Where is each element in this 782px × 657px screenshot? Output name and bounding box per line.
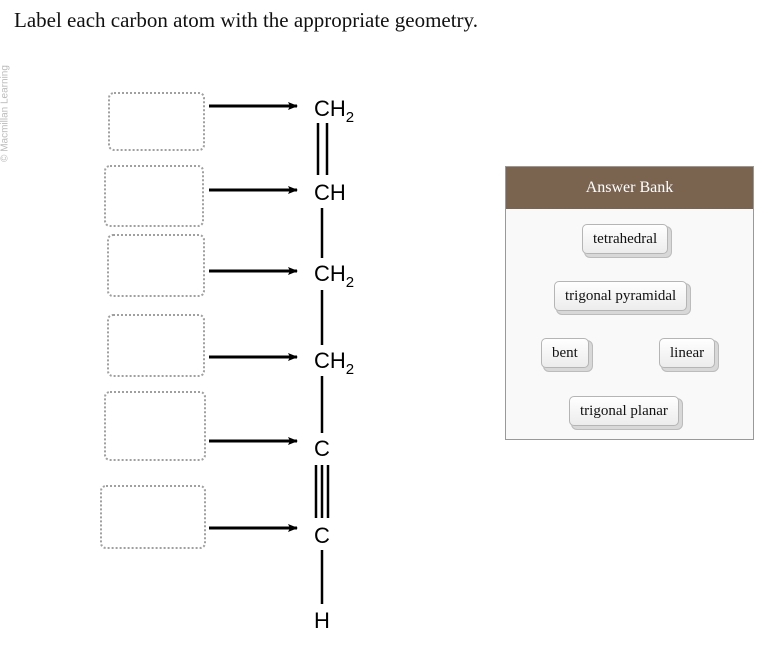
- dropzone-1[interactable]: [108, 92, 205, 151]
- dropzone-4[interactable]: [107, 314, 205, 377]
- atom-ch: CH: [314, 180, 346, 205]
- answer-bank-title: Answer Bank: [506, 167, 753, 209]
- option-tetrahedral[interactable]: tetrahedral: [582, 224, 669, 254]
- option-linear[interactable]: linear: [659, 338, 716, 368]
- atom-h: H: [314, 608, 330, 633]
- option-bent[interactable]: bent: [541, 338, 589, 368]
- atom-c: C: [314, 523, 330, 548]
- option-trigonal-pyramidal[interactable]: trigonal pyramidal: [554, 281, 688, 311]
- bond-double: [316, 123, 329, 175]
- atom-ch2: CH2: [314, 261, 354, 291]
- dropzone-2[interactable]: [104, 165, 204, 227]
- question-prompt: Label each carbon atom with the appropri…: [14, 8, 478, 32]
- answer-bank: Answer Bank tetrahedral trigonal pyramid…: [505, 166, 754, 440]
- dropzone-3[interactable]: [107, 234, 205, 297]
- dropzone-6[interactable]: [100, 485, 206, 549]
- atom-ch2: CH2: [314, 348, 354, 378]
- atom-c: C: [314, 436, 330, 461]
- option-trigonal-planar[interactable]: trigonal planar: [569, 396, 679, 426]
- dropzone-5[interactable]: [104, 391, 206, 461]
- bond-triple: [314, 465, 330, 518]
- atom-ch2: CH2: [314, 96, 354, 126]
